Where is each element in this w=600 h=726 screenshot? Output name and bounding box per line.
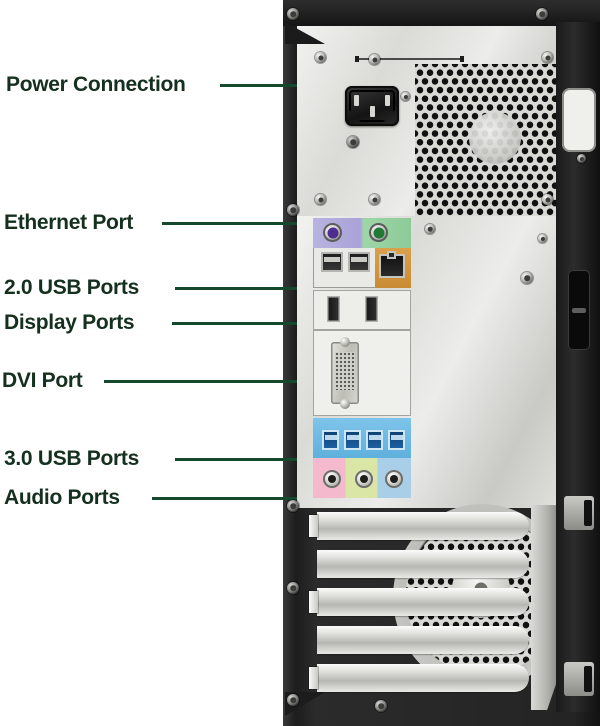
case-screw-bottom-left bbox=[287, 694, 299, 706]
power-pin-live bbox=[354, 95, 359, 106]
psu-screw-bottom-right bbox=[542, 194, 553, 205]
psu-screw-center bbox=[347, 136, 359, 148]
usb3-port-3 bbox=[366, 430, 383, 450]
displayport-connector-1 bbox=[327, 296, 340, 322]
ps2-keyboard-port bbox=[323, 223, 342, 242]
dvi-pin-array bbox=[335, 352, 355, 390]
label-power-connection: Power Connection bbox=[6, 73, 186, 96]
psu-screw-bottom-left bbox=[315, 194, 326, 205]
psu-screw-bottom-mid bbox=[369, 194, 380, 205]
dvi-thumbscrew-top bbox=[340, 337, 350, 347]
case-screw-bottom-mid bbox=[375, 700, 387, 712]
label-usb-3-ports: 3.0 USB Ports bbox=[4, 447, 139, 470]
usb2-port-2 bbox=[348, 252, 370, 272]
computer-case-rear-photo bbox=[283, 0, 600, 726]
expansion-slot-cover-4 bbox=[317, 626, 529, 654]
power-connector-inlet bbox=[345, 86, 399, 126]
expansion-slot-cover-1 bbox=[317, 512, 529, 540]
label-dvi-port: DVI Port bbox=[2, 369, 83, 392]
psu-fan-hub bbox=[469, 112, 521, 164]
expansion-slot-tab-1 bbox=[309, 515, 318, 537]
displayport-zone bbox=[313, 290, 411, 330]
label-audio-ports: Audio Ports bbox=[4, 486, 120, 509]
power-supply-panel bbox=[297, 24, 567, 219]
side-panel-cutout bbox=[562, 88, 596, 152]
usb3-zone bbox=[313, 418, 411, 458]
displayport-connector-2 bbox=[365, 296, 378, 322]
leader-audio-ports bbox=[152, 497, 380, 500]
audio-jack-line-in bbox=[385, 470, 403, 488]
psu-seam-line bbox=[355, 56, 464, 62]
case-top-bezel bbox=[283, 0, 600, 26]
psu-screw-top-mid bbox=[369, 54, 380, 65]
psu-screw-top-right bbox=[542, 52, 553, 63]
psu-screw-inner bbox=[401, 92, 410, 101]
io-panel-screw-right bbox=[521, 272, 533, 284]
ethernet-rj45-jack bbox=[379, 251, 405, 278]
leader-power-connection bbox=[220, 84, 340, 87]
case-screw-left-upper bbox=[287, 204, 299, 216]
case-screw-left-mid bbox=[287, 500, 299, 512]
audio-jack-microphone bbox=[323, 470, 341, 488]
side-panel-latch-notch bbox=[568, 270, 590, 350]
case-screw-top-left bbox=[287, 8, 299, 20]
power-connector-bevel bbox=[349, 90, 395, 122]
label-usb-2-ports: 2.0 USB Ports bbox=[4, 276, 139, 299]
power-pin-neutral bbox=[385, 95, 390, 106]
dvi-thumbscrew-bottom bbox=[340, 399, 350, 409]
leader-display-ports bbox=[172, 322, 334, 325]
ps2-mouse-port bbox=[369, 223, 388, 242]
io-panel-screw-corner bbox=[538, 234, 547, 243]
dvi-zone bbox=[313, 330, 411, 416]
expansion-slot-rail bbox=[531, 505, 557, 710]
usb2-port-1 bbox=[321, 252, 343, 272]
dvi-connector bbox=[331, 337, 359, 409]
leader-dvi-port bbox=[104, 380, 314, 383]
case-screw-top-right bbox=[536, 8, 548, 20]
usb3-port-4 bbox=[388, 430, 405, 450]
io-shield-upper bbox=[313, 218, 411, 288]
side-column-screw bbox=[577, 154, 586, 163]
leader-usb-3-ports bbox=[175, 458, 375, 461]
expansion-slot-tab-3 bbox=[309, 591, 318, 613]
leader-ethernet-port bbox=[162, 222, 358, 225]
side-panel-clip-lower bbox=[564, 662, 594, 696]
label-display-ports: Display Ports bbox=[4, 311, 135, 334]
expansion-slot-cover-5 bbox=[317, 664, 529, 692]
case-screw-left-lower bbox=[287, 582, 299, 594]
motherboard-io-panel bbox=[297, 216, 571, 690]
power-pin-ground bbox=[369, 106, 375, 117]
usb3-port-1 bbox=[322, 430, 339, 450]
psu-screw-top-left bbox=[315, 52, 326, 63]
side-panel-clip-upper bbox=[564, 496, 594, 530]
label-ethernet-port: Ethernet Port bbox=[4, 211, 134, 234]
io-panel-screw-top bbox=[425, 224, 435, 234]
leader-usb-2-ports bbox=[175, 287, 333, 290]
audio-jack-line-out bbox=[355, 470, 373, 488]
expansion-slot-cover-2 bbox=[317, 550, 529, 578]
usb3-port-2 bbox=[344, 430, 361, 450]
expansion-slot-tab-5 bbox=[309, 667, 318, 689]
expansion-slot-cover-3 bbox=[317, 588, 529, 616]
audio-zone bbox=[313, 458, 411, 498]
